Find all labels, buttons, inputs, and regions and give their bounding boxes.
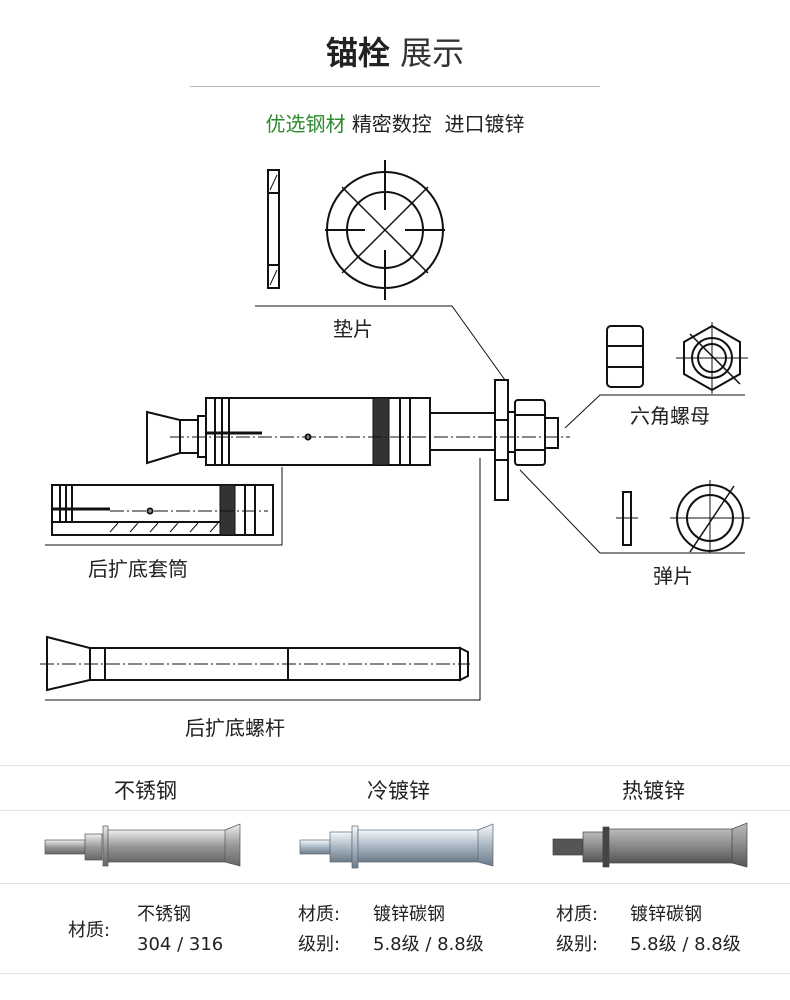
label-spring-washer: 弹片 [653,564,693,588]
title-light: 展示 [400,34,465,72]
anchor-bolt-diagram [40,160,750,701]
cold-material-label: 材质: [298,904,341,925]
page-title: 锚栓 展示 [0,28,790,74]
label-washer: 垫片 [333,317,373,341]
spring-washer-leader-line [519,469,745,554]
table-divider [0,883,790,884]
stainless-material-label: 材质: [68,920,111,941]
photo-hot-galvanized-anchor [552,822,748,868]
product-photos [44,822,748,869]
stainless-grade-value: 304 / 316 [137,934,224,955]
subtitle-highlight: 优选钢材 [265,112,346,136]
photo-stainless-anchor [44,823,241,867]
assembled-anchor [146,379,570,501]
cold-grade-value: 5.8级 / 8.8级 [373,934,484,955]
bolt-detail [40,635,470,692]
hot-grade-label: 级别: [556,934,599,955]
hex-nut-side-view [606,325,644,388]
label-sleeve: 后扩底套筒 [88,557,188,581]
hot-grade-value: 5.8级 / 8.8级 [630,934,741,955]
hot-material-value: 镀锌碳钢 [630,904,702,925]
hex-nut-front-view [676,322,748,394]
hot-material-label: 材质: [556,904,599,925]
stainless-material-value: 不锈钢 [137,904,191,925]
table-divider [0,810,790,811]
column-header-hot-galvanized: 热镀锌 [622,779,685,803]
sleeve-detail [51,484,274,536]
bolt-leader-line [45,458,481,701]
subtitle-rest: 精密数控 进口镀锌 [351,112,525,136]
hex-nut-leader-line [564,394,745,429]
column-header-cold-galvanized: 冷镀锌 [367,779,430,803]
spring-washer-front-view [670,480,750,553]
spring-washer-side-view [616,491,638,546]
label-bolt: 后扩底螺杆 [185,716,285,740]
cold-material-value: 镀锌碳钢 [373,904,445,925]
photo-cold-galvanized-anchor [299,823,494,869]
washer-leader-line [255,305,506,381]
column-header-stainless: 不锈钢 [114,779,177,803]
subtitle: 优选钢材 精密数控 进口镀锌 [0,108,790,137]
washer-front-view [325,160,445,300]
label-hex-nut: 六角螺母 [630,404,710,428]
cold-grade-label: 级别: [298,934,341,955]
washer-side-view [267,169,280,289]
table-divider [0,765,790,766]
title-divider [190,86,600,87]
sleeve-leader-line [45,467,283,546]
title-bold: 锚栓 [325,34,390,72]
table-divider [0,973,790,974]
